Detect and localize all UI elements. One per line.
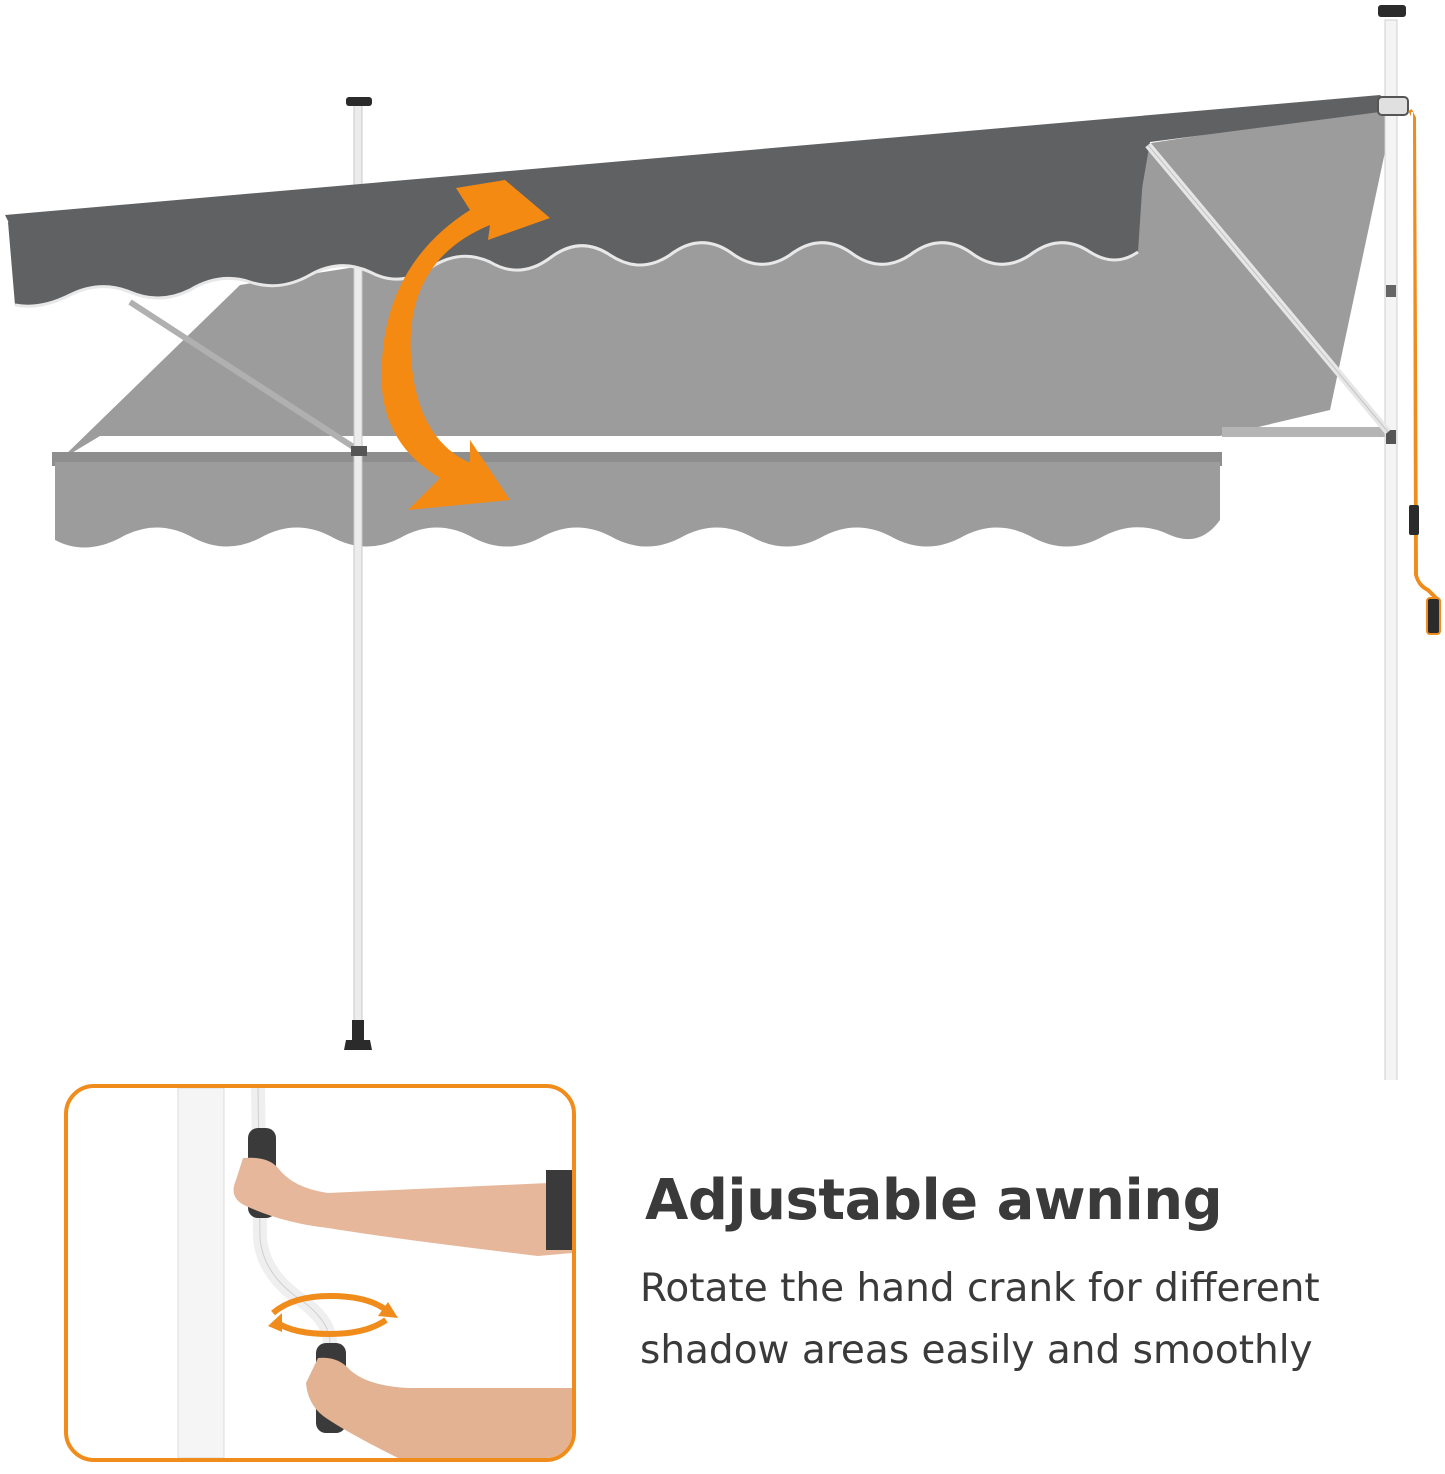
feature-title: Adjustable awning <box>645 1168 1223 1233</box>
lowered-left-arm <box>128 299 360 453</box>
right-pole <box>1378 5 1406 1080</box>
canopy-bracket <box>1377 96 1409 116</box>
raised-valance <box>8 145 1145 307</box>
feature-description-line-1: Rotate the hand crank for different <box>640 1266 1320 1311</box>
curved-double-arrow-icon <box>381 180 550 510</box>
left-pole <box>344 97 372 1050</box>
raised-canopy <box>5 95 1409 435</box>
hand-crank <box>1408 109 1441 635</box>
lowered-right-bar <box>1222 427 1397 437</box>
awning-illustration <box>5 5 1441 1080</box>
lowered-valance <box>55 462 1220 548</box>
feature-description-line-2: shadow areas easily and smoothly <box>640 1328 1313 1373</box>
rotation-arrows-icon <box>268 1292 398 1338</box>
closeup-upper-arm <box>233 1157 572 1256</box>
closeup-lower-arm <box>306 1357 572 1458</box>
raised-valance-trim <box>14 241 1139 308</box>
feature-description: Rotate the hand crank for different shad… <box>640 1258 1380 1382</box>
crank-closeup-inset <box>64 1084 576 1462</box>
closeup-pole <box>177 1088 225 1458</box>
